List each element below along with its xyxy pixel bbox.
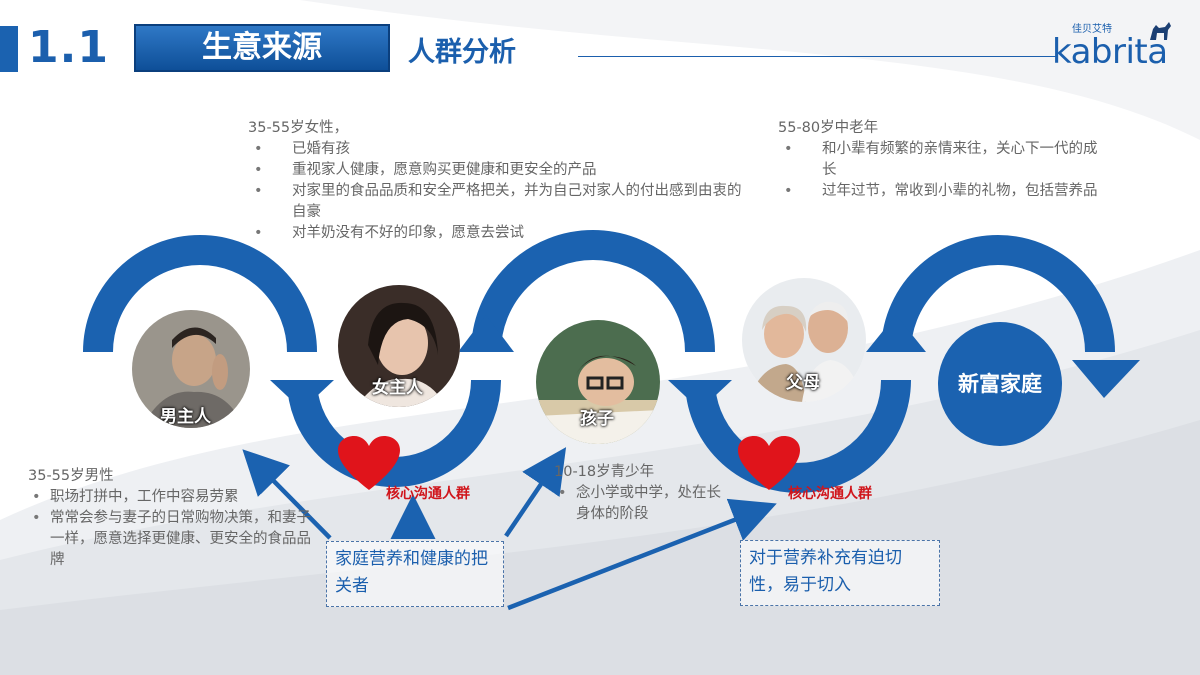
page-subtitle: 人群分析: [408, 37, 516, 68]
core-audience-label-1: 核心沟通人群: [386, 486, 470, 502]
husband-bullet: 常常会参与妻子的日常购物决策，和妻子一样，愿意选择更健康、更安全的食品品牌: [28, 508, 312, 571]
elders-bullet: 和小辈有频繁的亲情来往，关心下一代的成长: [778, 139, 1104, 181]
teen-description: 10-18岁青少年 念小学或中学，处在长身体的阶段: [554, 462, 724, 525]
goat-icon: [1150, 22, 1171, 40]
parents-portrait: 父母: [742, 278, 866, 402]
elders-heading: 55-80岁中老年: [778, 120, 879, 136]
wife-bullet: 重视家人健康，愿意购买更健康和更安全的产品: [248, 160, 748, 181]
core-audience-label-2: 核心沟通人群: [788, 486, 872, 502]
header-accent-bar: [0, 26, 18, 72]
wife-portrait: 女主人: [338, 285, 460, 407]
brand-logo: 佳贝艾特 kabrita: [1052, 20, 1182, 72]
husband-heading: 35-55岁男性: [28, 468, 114, 484]
wife-bullet: 对羊奶没有不好的印象，愿意去尝试: [248, 223, 748, 244]
elders-description: 55-80岁中老年 和小辈有频繁的亲情来往，关心下一代的成长 过年过节，常收到小…: [778, 118, 1104, 202]
child-label: 孩子: [580, 409, 614, 429]
wife-heading: 35-55岁女性，: [248, 120, 349, 136]
page-title: 生意来源: [134, 24, 390, 72]
brand-logo-text: kabrita: [1052, 32, 1168, 72]
husband-bullet: 职场打拼中，工作中容易劳累: [28, 487, 312, 508]
husband-label: 男主人: [160, 407, 211, 427]
urgency-callout: 对于营养补充有迫切性，易于切入: [740, 540, 940, 606]
arrow-icon: [504, 447, 567, 538]
husband-portrait: 男主人: [132, 310, 250, 428]
heart-icon: [338, 436, 400, 490]
arrow-icon: [507, 498, 777, 611]
section-number: 1.1: [28, 22, 109, 73]
wife-label: 女主人: [372, 378, 423, 398]
heart-icon: [738, 436, 800, 490]
teen-bullet: 念小学或中学，处在长身体的阶段: [554, 483, 724, 525]
elders-bullet: 过年过节，常收到小辈的礼物，包括营养品: [778, 181, 1104, 202]
wife-bullet: 已婚有孩: [248, 139, 748, 160]
wife-description: 35-55岁女性， 已婚有孩 重视家人健康，愿意购买更健康和更安全的产品 对家里…: [248, 118, 748, 244]
new-rich-family-circle: 新富家庭: [938, 322, 1062, 446]
parents-label: 父母: [786, 373, 820, 393]
gatekeeper-callout: 家庭营养和健康的把关者: [326, 541, 504, 607]
wife-bullet: 对家里的食品品质和安全严格把关，并为自己对家人的付出感到由衷的自豪: [248, 181, 748, 223]
husband-description: 35-55岁男性 职场打拼中，工作中容易劳累 常常会参与妻子的日常购物决策，和妻…: [28, 466, 312, 571]
child-portrait: 孩子: [536, 320, 660, 444]
header-divider: [578, 56, 1058, 57]
teen-heading: 10-18岁青少年: [554, 464, 655, 480]
brand-logo-cn: 佳贝艾特: [1072, 24, 1112, 35]
